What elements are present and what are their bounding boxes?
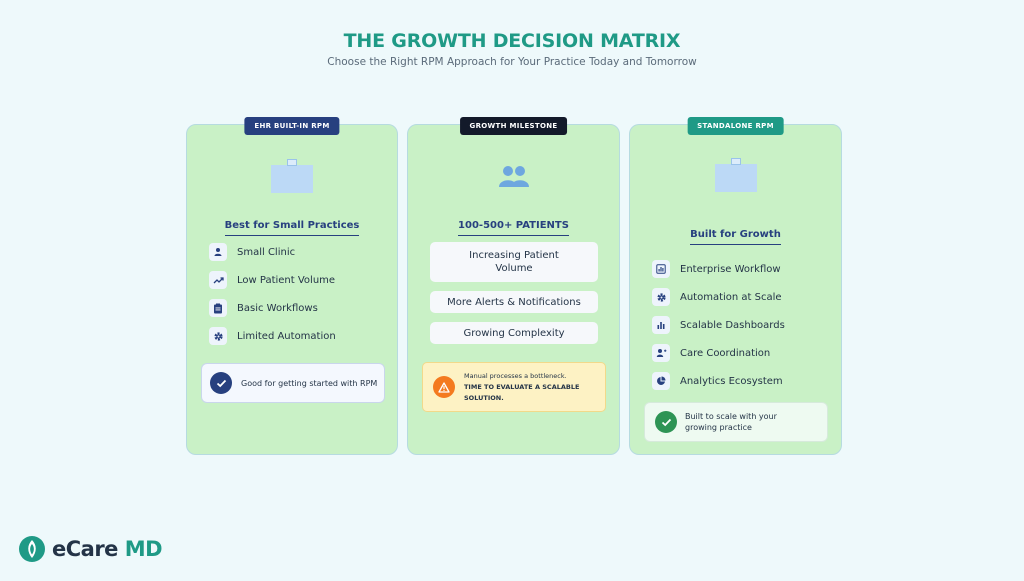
user-group-icon bbox=[652, 344, 670, 362]
check-circle-icon bbox=[655, 411, 677, 433]
card-heading: Best for Small Practices bbox=[187, 213, 397, 236]
users-icon bbox=[497, 165, 531, 189]
clipboard-icon bbox=[714, 158, 757, 192]
dashboard-icon bbox=[652, 260, 670, 278]
card-standalone-rpm: STANDALONE RPM Built for Growth Enterpri… bbox=[629, 117, 842, 455]
card-heading: Built for Growth bbox=[630, 222, 841, 245]
gear-icon bbox=[209, 327, 227, 345]
pill-alerts: More Alerts & Notifications bbox=[430, 291, 598, 313]
feature-care-coordination: Care Coordination bbox=[652, 343, 770, 363]
pill-increasing-volume: Increasing Patient Volume bbox=[430, 242, 598, 282]
feature-low-patient-volume: Low Patient Volume bbox=[209, 270, 335, 290]
card-heading: 100-500+ PATIENTS bbox=[408, 213, 619, 236]
note-getting-started: Good for getting started with RPM bbox=[201, 363, 385, 403]
badge-ehr-built-in: EHR BUILT-IN RPM bbox=[244, 117, 340, 135]
user-icon bbox=[209, 243, 227, 261]
trend-icon bbox=[209, 271, 227, 289]
feature-basic-workflows: Basic Workflows bbox=[209, 298, 318, 318]
badge-growth-milestone: GROWTH MILESTONE bbox=[459, 117, 568, 135]
feature-enterprise-workflow: Enterprise Workflow bbox=[652, 259, 781, 279]
feature-analytics-ecosystem: Analytics Ecosystem bbox=[652, 371, 783, 391]
bar-chart-icon bbox=[652, 316, 670, 334]
page-title: THE GROWTH DECISION MATRIX bbox=[343, 30, 681, 52]
note-built-to-scale: Built to scale with your growing practic… bbox=[644, 402, 828, 442]
feature-scalable-dashboards: Scalable Dashboards bbox=[652, 315, 785, 335]
card-growth-milestone: GROWTH MILESTONE 100-500+ PATIENTS Incre… bbox=[407, 117, 620, 455]
warning-icon bbox=[433, 376, 455, 398]
ecare-md-logo: eCare MD bbox=[18, 535, 163, 563]
gear-icon bbox=[652, 288, 670, 306]
warning-line-2: TIME TO EVALUATE A SCALABLE SOLUTION. bbox=[464, 382, 580, 402]
logo-wordmark: eCare MD bbox=[52, 537, 163, 561]
page-subtitle: Choose the Right RPM Approach for Your P… bbox=[327, 56, 697, 68]
feature-limited-automation: Limited Automation bbox=[209, 326, 336, 346]
pill-growing-complexity: Growing Complexity bbox=[430, 322, 598, 344]
badge-standalone-rpm: STANDALONE RPM bbox=[687, 117, 784, 135]
clipboard-list-icon bbox=[209, 299, 227, 317]
feature-small-clinic: Small Clinic bbox=[209, 242, 295, 262]
check-circle-icon bbox=[210, 372, 232, 394]
warning-line-1: Manual processes a bottleneck. bbox=[464, 371, 567, 380]
card-ehr-built-in: EHR BUILT-IN RPM Best for Small Practice… bbox=[186, 117, 398, 455]
pie-chart-icon bbox=[652, 372, 670, 390]
warning-box: Manual processes a bottleneck. TIME TO E… bbox=[422, 362, 606, 412]
clipboard-icon bbox=[271, 159, 313, 193]
logo-mark-icon bbox=[18, 535, 46, 563]
feature-automation-at-scale: Automation at Scale bbox=[652, 287, 782, 307]
